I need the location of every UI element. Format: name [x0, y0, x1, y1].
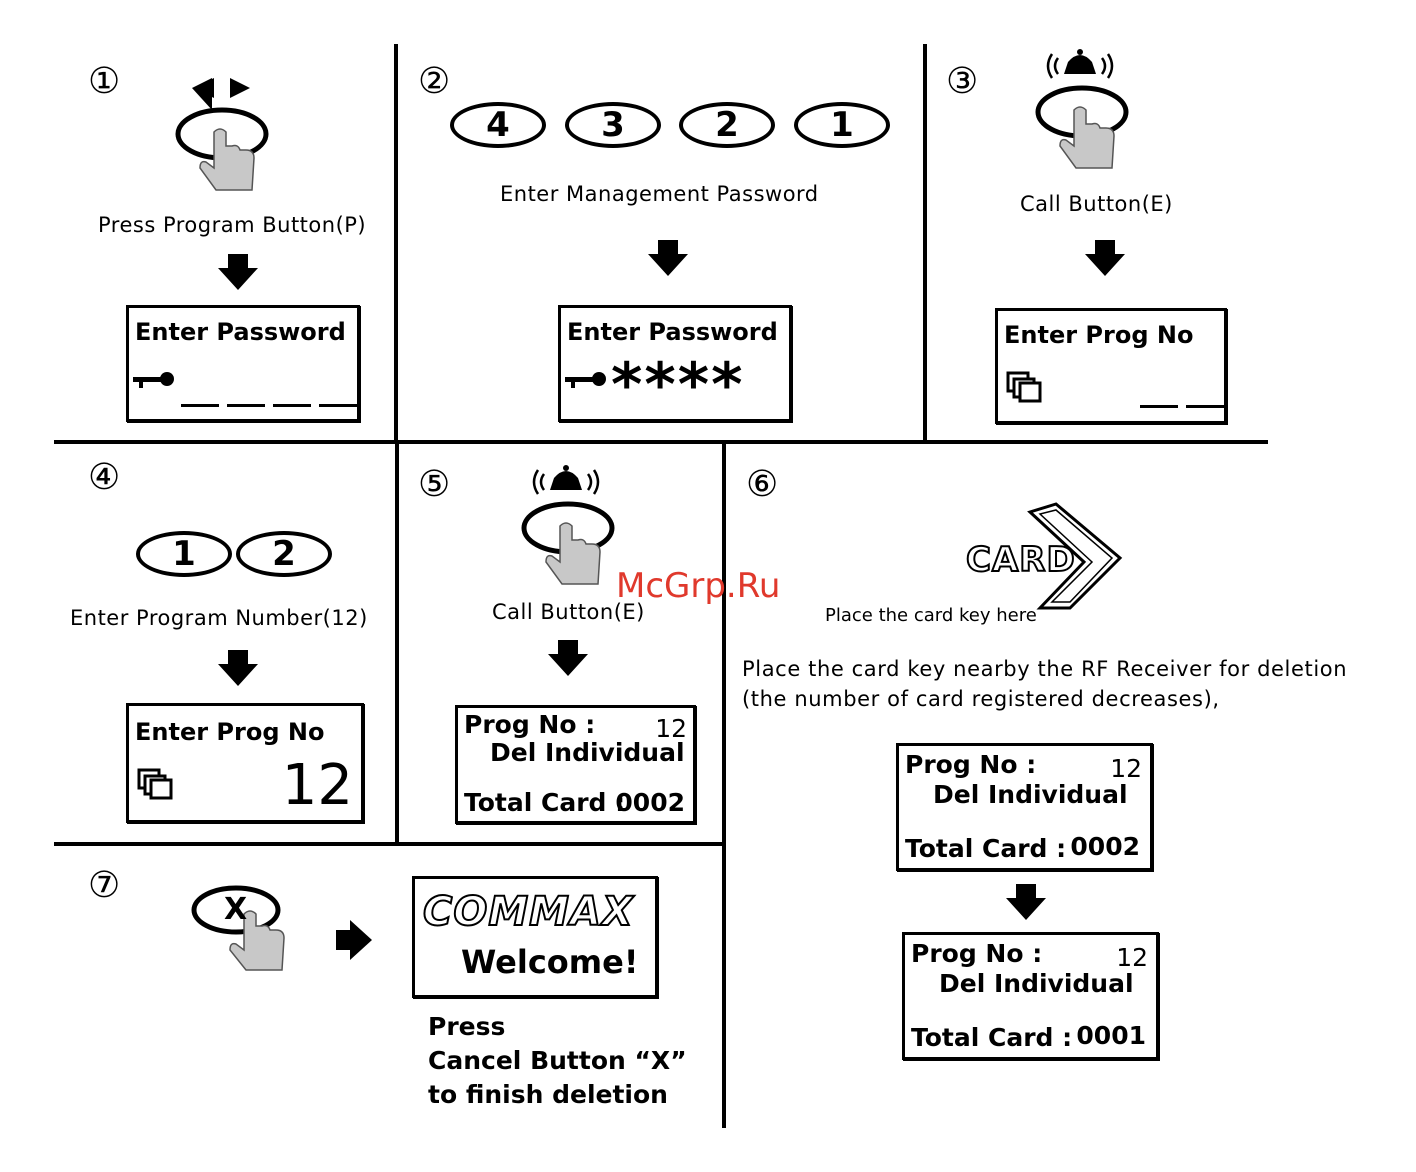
digit-key-2: 2 [679, 102, 775, 148]
step-number-2: ② [418, 61, 451, 102]
cards-icon [1006, 371, 1042, 403]
step4-screen: Enter Prog No 12 [126, 703, 364, 823]
step6-screen-after: Prog No : 12 Del Individual Total Card :… [902, 932, 1159, 1060]
program-button-icon [175, 78, 269, 191]
step-number-4: ④ [88, 457, 121, 498]
divider-v4 [722, 444, 726, 1128]
screen-title: Enter Password [567, 318, 778, 346]
total-card-label: Total Card : [464, 788, 626, 817]
step1-caption: Press Program Button(P) [98, 213, 367, 237]
total-card-value: 0002 [1070, 832, 1140, 861]
step-number-3: ③ [946, 61, 979, 102]
step-number-1: ① [88, 61, 121, 102]
card-hint: Place the card key here [825, 605, 1037, 626]
cards-icon [137, 768, 173, 800]
step7-note-line2: Cancel Button “X” [428, 1046, 687, 1075]
screen-title: Enter Prog No [1004, 321, 1194, 349]
digit-key-1: 1 [794, 102, 890, 148]
down-arrow-icon [648, 240, 688, 276]
step6-description-line1: Place the card key nearby the RF Receive… [742, 657, 1348, 681]
step1-screen: Enter Password [126, 305, 360, 422]
step3-screen: Enter Prog No [995, 308, 1227, 424]
cancel-button-icon [191, 885, 285, 971]
prog-no-label: Prog No : [464, 710, 596, 739]
screen-title: Enter Password [135, 318, 346, 346]
screen-title: Enter Prog No [135, 718, 325, 746]
commax-logo: COMMAX [422, 888, 634, 936]
step-number-6: ⑥ [746, 464, 779, 505]
step-number-7: ⑦ [88, 865, 121, 906]
digit-key-1: 1 [136, 531, 232, 577]
step-number-5: ⑤ [418, 464, 451, 505]
total-card-label: Total Card : [905, 834, 1067, 863]
divider-h2 [54, 842, 724, 846]
masked-password: **** [611, 350, 745, 420]
down-arrow-icon [1085, 240, 1125, 276]
prog-no-label: Prog No : [905, 750, 1037, 779]
prog-no-value: 12 [655, 714, 687, 743]
step7-note-line3: to finish deletion [428, 1080, 668, 1109]
prog-no-value: 12 [1116, 943, 1148, 972]
step4-caption: Enter Program Number(12) [70, 606, 368, 630]
call-button-icon [1035, 49, 1129, 169]
key-icon [133, 372, 174, 388]
welcome-text: Welcome! [461, 943, 639, 981]
key-icon [565, 372, 606, 388]
step2-screen: Enter Password **** [558, 305, 792, 422]
del-individual-label: Del Individual [490, 738, 685, 767]
digit-key-2: 2 [236, 531, 332, 577]
del-individual-label: Del Individual [933, 780, 1128, 809]
down-arrow-icon [218, 254, 258, 290]
divider-v1 [394, 44, 398, 440]
card-reader-icon [1027, 502, 1123, 610]
step7-screen: COMMAX Welcome! [412, 876, 658, 998]
total-card-label: Total Card : [911, 1023, 1073, 1052]
divider-v2 [923, 44, 927, 440]
step5-screen: Prog No : 12 Del Individual Total Card :… [455, 705, 696, 824]
total-card-value: 0001 [1076, 1021, 1146, 1050]
divider-h1 [54, 440, 1268, 444]
total-card-value: 0002 [615, 788, 685, 817]
prog-no-label: Prog No : [911, 939, 1043, 968]
step7-note-line1: Press [428, 1012, 506, 1041]
step6-description-line2: (the number of card registered decreases… [742, 687, 1220, 711]
call-button-icon [521, 465, 615, 585]
step2-caption: Enter Management Password [500, 182, 819, 206]
down-arrow-icon [1006, 884, 1046, 920]
input-slots [1140, 405, 1224, 408]
down-arrow-icon [548, 640, 588, 676]
cancel-key-label: X [224, 892, 248, 927]
divider-v3 [395, 444, 399, 842]
card-label: CARD [965, 539, 1076, 581]
down-arrow-icon [218, 650, 258, 686]
watermark: McGrp.Ru [616, 566, 781, 606]
digit-key-4: 4 [450, 102, 546, 148]
prog-no-value: 12 [1110, 754, 1142, 783]
right-arrow-icon [336, 920, 372, 960]
step6-screen-before: Prog No : 12 Del Individual Total Card :… [896, 743, 1153, 871]
digit-key-3: 3 [565, 102, 661, 148]
program-number-value: 12 [281, 753, 353, 818]
input-slots [181, 404, 357, 407]
step3-caption: Call Button(E) [1020, 192, 1173, 216]
del-individual-label: Del Individual [939, 969, 1134, 998]
step5-caption: Call Button(E) [492, 600, 645, 624]
